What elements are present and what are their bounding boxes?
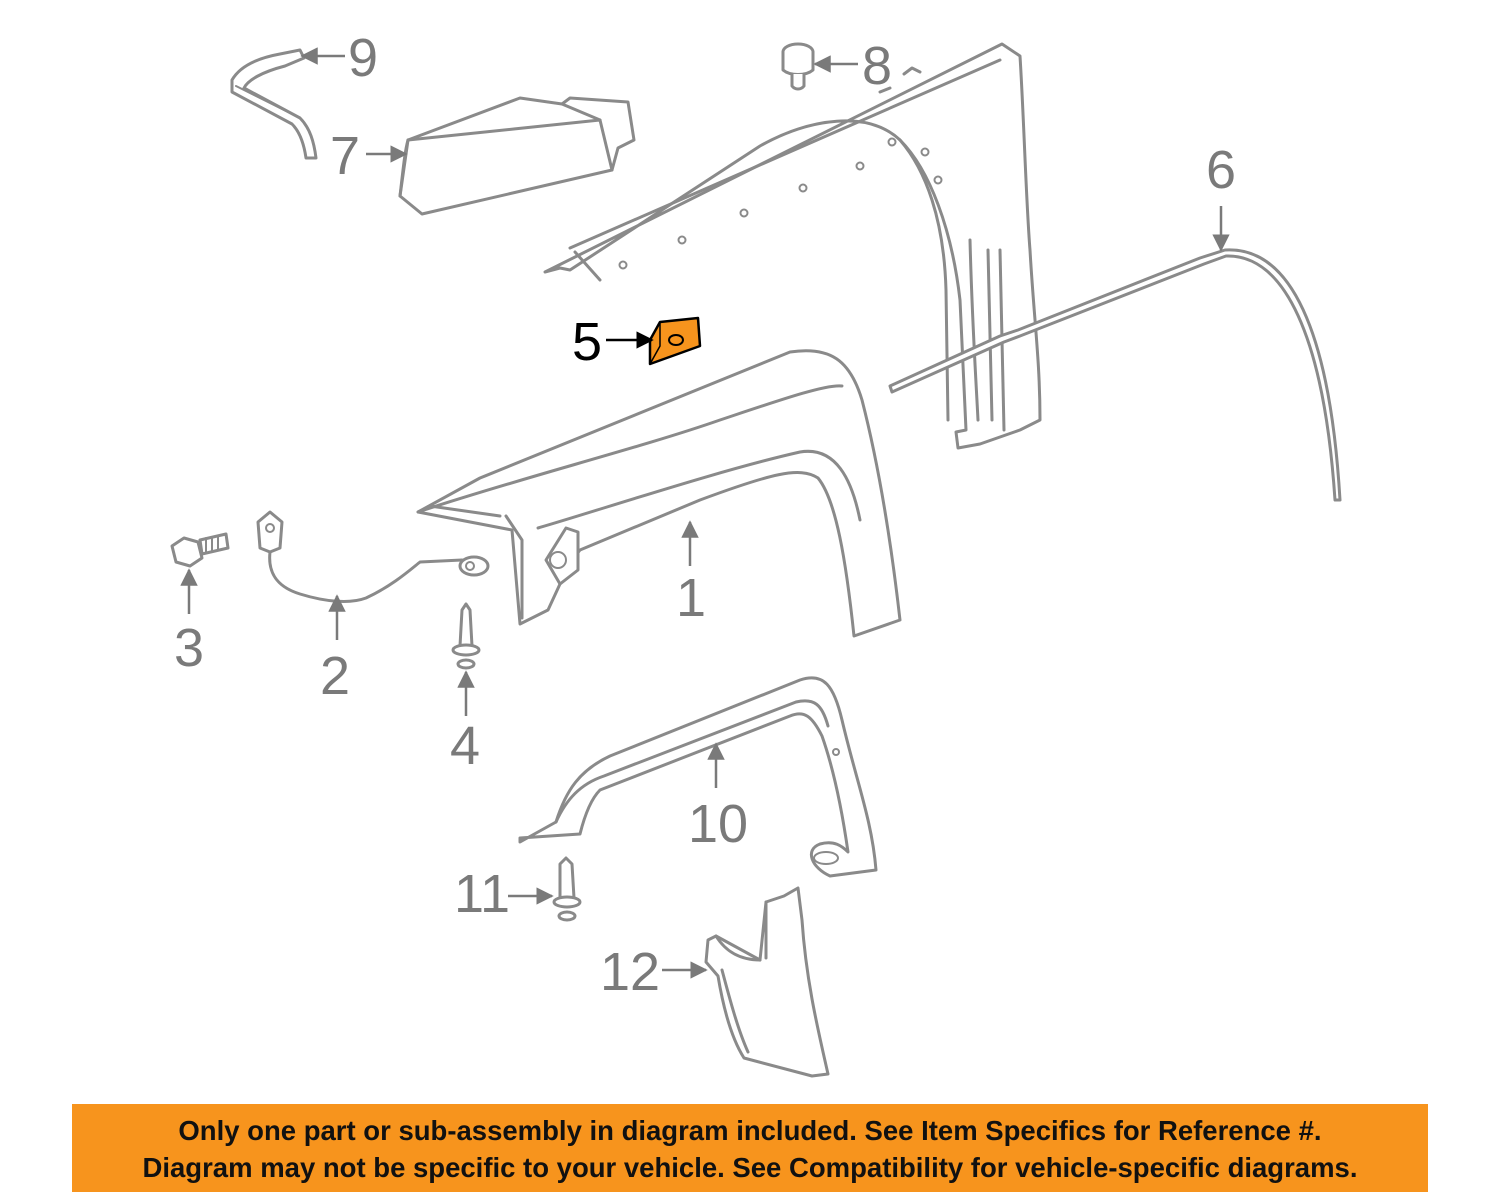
- mud-flap-part: [704, 886, 830, 1078]
- callout-7: 7: [330, 126, 360, 186]
- disclaimer-line-2: Diagram may not be specific to your vehi…: [142, 1152, 1358, 1183]
- push-pin-part: [451, 602, 481, 670]
- callout-4: 4: [450, 716, 480, 776]
- seal-part: [230, 48, 318, 160]
- callout-10: 10: [688, 794, 748, 854]
- callout-arrows: [180, 47, 1230, 979]
- bolt-part: [170, 532, 230, 568]
- callout-3: 3: [174, 618, 204, 678]
- cover-part: [398, 96, 636, 216]
- callout-labels: 9 7 8 6 5 1 2 3 4 10 11 12: [174, 28, 1236, 1002]
- callout-5[interactable]: 5: [572, 312, 602, 372]
- disclaimer-banner: Only one part or sub-assembly in diagram…: [72, 1104, 1428, 1192]
- callout-6: 6: [1206, 140, 1236, 200]
- callout-12: 12: [600, 942, 660, 1002]
- callout-2: 2: [320, 646, 350, 706]
- push-pin-part-2: [552, 856, 582, 922]
- ground-strap-part: [256, 510, 490, 603]
- callout-1: 1: [676, 568, 706, 628]
- callout-8: 8: [862, 36, 892, 96]
- fender-part: [416, 349, 902, 638]
- parts-diagram: 9 7 8 6 5 1 2 3 4 10 11 12: [170, 28, 1342, 1078]
- weatherstrip-part: [888, 248, 1342, 502]
- callout-9: 9: [348, 28, 378, 88]
- disclaimer-line-1: Only one part or sub-assembly in diagram…: [178, 1115, 1322, 1146]
- fender-bracket-part: [648, 316, 702, 366]
- highlighted-part-fill: [648, 316, 702, 366]
- bumper-stop-part: [781, 42, 815, 91]
- wheel-opening-molding-part: [518, 676, 878, 878]
- callout-11: 11: [454, 864, 510, 924]
